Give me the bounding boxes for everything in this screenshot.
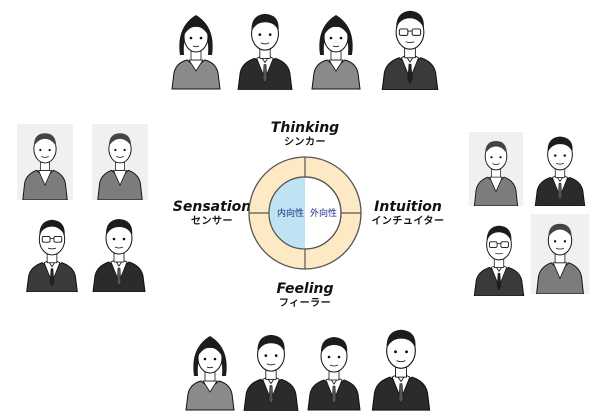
sensor-person-2 [88,124,152,200]
feeling-label: Feeling フィーラー [265,281,345,310]
feeling-label-jp: フィーラー [278,298,332,309]
thinker-person-2 [234,4,296,90]
sensor-person-3 [20,212,84,292]
sensor-person-1 [12,124,78,200]
feeler-person-3 [304,326,364,412]
feeler-person-1 [180,326,240,412]
intuitor-person-3 [470,218,528,296]
intuitor-person-2 [530,128,590,206]
intuition-label-jp: インチュイター [371,216,445,227]
sensor-person-4 [88,210,150,292]
feeling-label-en: Feeling [276,281,334,297]
sensation-label-jp: センサー [191,216,233,227]
introvert-label: 内向性 [277,209,305,219]
feeler-person-2 [240,324,302,412]
extrovert-label: 外向性 [310,209,338,219]
intuitor-person-1 [468,132,524,206]
sensation-label: Sensation センサー [172,199,252,228]
intuitor-person-4 [530,214,590,294]
thinking-label: Thinking シンカー [265,120,345,149]
sensation-label-en: Sensation [172,199,252,215]
intuition-label-en: Intuition [374,199,442,215]
thinker-person-4 [378,2,442,90]
thinker-person-3 [306,6,366,90]
thinking-label-jp: シンカー [284,137,326,148]
center-ring [248,156,362,270]
thinker-person-1 [166,6,226,90]
introvert-half [269,177,305,249]
intuition-label: Intuition インチュイター [366,199,450,228]
thinking-label-en: Thinking [270,120,340,136]
feeler-person-4 [368,318,434,412]
